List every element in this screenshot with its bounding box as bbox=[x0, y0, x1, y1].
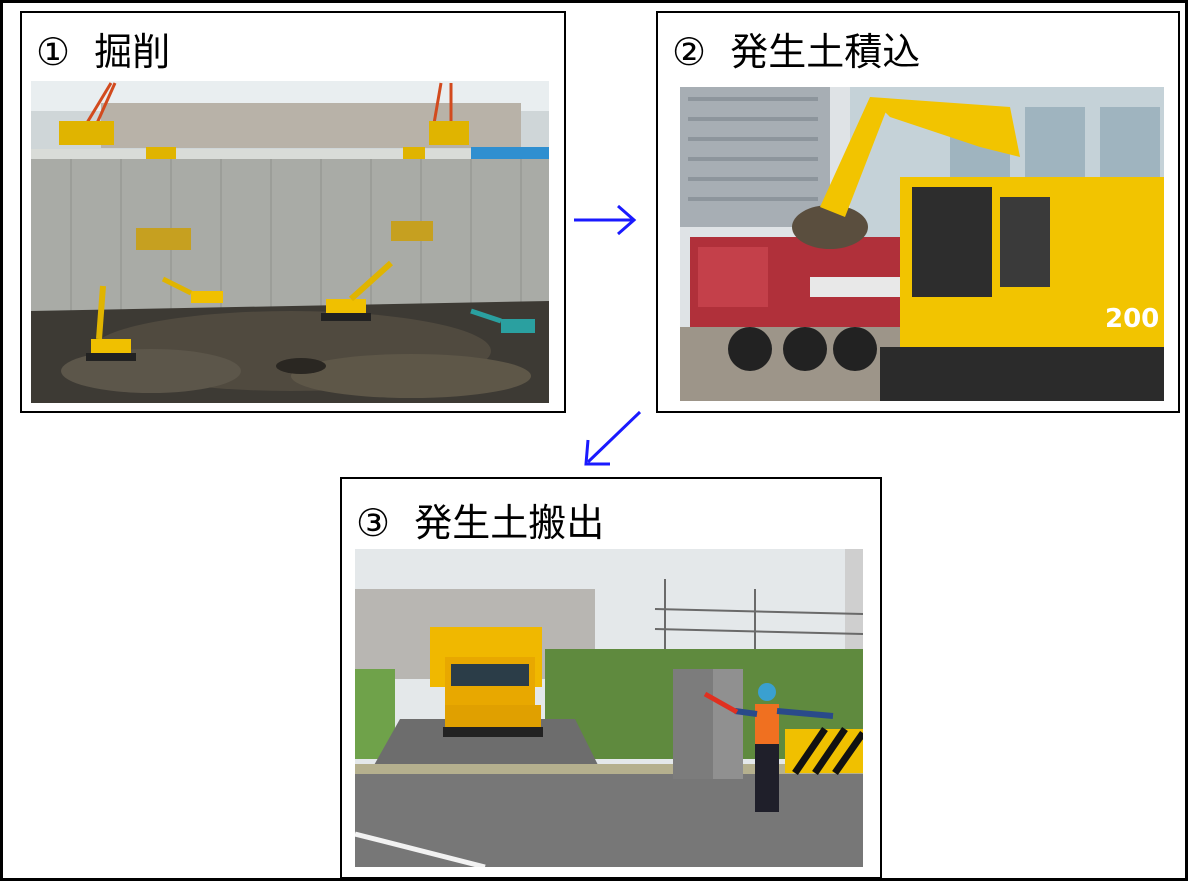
arrow-right-icon bbox=[574, 204, 637, 236]
step-title-excavation: ① 掘削 bbox=[36, 33, 170, 71]
step-label: 発生土積込 bbox=[730, 30, 921, 74]
step-panel-soil-hauling: ③ 発生土搬出 bbox=[340, 477, 882, 879]
step-number: ③ bbox=[356, 501, 391, 545]
arrow-down-left-icon bbox=[584, 410, 642, 466]
soil-loading-photo: 200 bbox=[680, 87, 1164, 401]
step-panel-excavation: ① 掘削 bbox=[20, 11, 566, 413]
step-number: ① bbox=[36, 30, 71, 74]
step-title-soil-hauling: ③ 発生土搬出 bbox=[356, 504, 604, 542]
step-title-soil-loading: ② 発生土積込 bbox=[672, 33, 920, 71]
soil-hauling-photo bbox=[355, 549, 863, 867]
excavation-pit-photo bbox=[31, 81, 549, 403]
step-label: 発生土搬出 bbox=[414, 501, 605, 545]
step-panel-soil-loading: ② 発生土積込 bbox=[656, 11, 1180, 413]
svg-text:200: 200 bbox=[1105, 304, 1159, 334]
step-label: 掘削 bbox=[94, 30, 171, 74]
step-number: ② bbox=[672, 30, 707, 74]
